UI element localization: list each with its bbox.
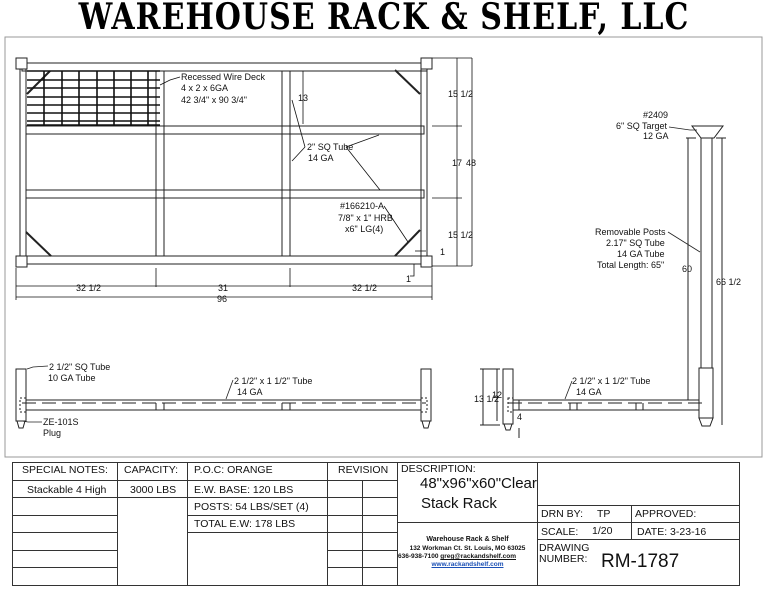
drawing-number: RM-1787	[601, 551, 680, 572]
company-title: WAREHOUSE RACK & SHELF, LLC	[78, 0, 690, 39]
capacity-header: CAPACITY:	[124, 464, 179, 476]
tube-callout-1: 2" SQ Tube	[307, 142, 353, 152]
special-note-1: Stackable 4 High	[27, 484, 107, 496]
target-callout-3: 12 GA	[643, 131, 669, 141]
target-callout-1: #2409	[643, 110, 668, 120]
scale-value: 1/20	[592, 525, 613, 537]
dim-width-mid: 31	[218, 283, 228, 293]
dim-13-half: 13 1/2	[474, 394, 499, 404]
description-line-1: 48"x96"x60"Clear	[420, 475, 537, 492]
side-rect-tube-callout-1: 2 1/2" x 1 1/2" Tube	[572, 376, 650, 386]
target-callout-2: 6" SQ Target	[616, 121, 668, 131]
dim-width-right: 32 1/2	[352, 283, 377, 293]
dim-right-bot: 15 1/2	[448, 230, 473, 240]
company-name: Warehouse Rack & Shelf	[426, 536, 509, 543]
dim-4: 4	[517, 412, 522, 422]
wire-deck-callout-1: Recessed Wire Deck	[181, 72, 266, 82]
company-email-link[interactable]: greg@rackandshelf.com	[440, 553, 516, 560]
rect-tube-callout-2: 14 GA	[237, 387, 263, 397]
approved-label: APPROVED:	[635, 508, 697, 520]
side-view-post	[667, 125, 726, 427]
dim-offset-1a: 1	[440, 247, 445, 257]
posts-callout-3: 14 GA Tube	[617, 249, 665, 259]
posts-callout-2: 2.17" SQ Tube	[606, 238, 665, 248]
company-website-link[interactable]: www.rackandshelf.com	[431, 561, 504, 568]
front-leaders	[15, 57, 473, 300]
drn-by-label: DRN BY:	[541, 508, 584, 520]
side-rect-tube-callout-2: 14 GA	[576, 387, 602, 397]
sq-tube-callout-1: 2 1/2" SQ Tube	[49, 362, 110, 372]
total-ew-label: TOTAL E.W: 178 LBS	[194, 518, 296, 530]
scale-label: SCALE:	[541, 526, 579, 538]
wire-deck-grid	[27, 70, 160, 126]
dim-right-mid: 17	[452, 158, 462, 168]
front-view-frame	[15, 57, 433, 268]
base-front-view	[15, 365, 432, 429]
company-phone: 636-938-7100	[398, 553, 439, 560]
dim-12: 12	[492, 390, 502, 400]
sq-tube-callout-2: 10 GA Tube	[48, 373, 96, 383]
base-side-view	[480, 368, 704, 438]
wire-deck-callout-3: 42 3/4" x 90 3/4"	[181, 95, 247, 105]
drn-by-value: TP	[597, 508, 611, 520]
dim-offset-1b: 1	[406, 274, 411, 284]
dim-post-60: 60	[682, 264, 692, 274]
ew-base-label: E.W. BASE: 120 LBS	[194, 484, 294, 496]
plug-callout-2: Plug	[43, 428, 61, 438]
drawing-number-label-2: NUMBER:	[539, 553, 588, 565]
hrb-callout-1: #166210-A	[340, 201, 384, 211]
revision-header: REVISION	[338, 464, 389, 476]
dim-right-top: 15 1/2	[448, 89, 473, 99]
posts-weight-label: POSTS: 54 LBS/SET (4)	[194, 501, 309, 513]
company-address: 132 Workman Ct. St. Louis, MO 63025	[409, 545, 526, 552]
dim-width-left: 32 1/2	[76, 283, 101, 293]
date-label: DATE: 3-23-16	[637, 526, 707, 538]
poc-label: P.O.C: ORANGE	[194, 464, 273, 476]
hrb-callout-2: 7/8" x 1" HRB	[338, 213, 393, 223]
dim-overall-height: 48	[466, 158, 476, 168]
description-line-2: Stack Rack	[421, 495, 497, 512]
rect-tube-callout-1: 2 1/2" x 1 1/2" Tube	[234, 376, 312, 386]
dim-overall-width: 96	[217, 294, 227, 304]
tube-callout-2: 14 GA	[308, 153, 334, 163]
drawing-info-column	[537, 462, 740, 586]
hrb-callout-3: x6" LG(4)	[345, 224, 383, 234]
special-notes-header: SPECIAL NOTES:	[22, 464, 108, 476]
drawing-number-label-1: DRAWING	[539, 542, 590, 554]
wire-deck-callout-2: 4 x 2 x 6GA	[181, 83, 228, 93]
description-label: DESCRIPTION:	[401, 463, 476, 475]
posts-callout-4: Total Length: 65"	[597, 260, 664, 270]
posts-callout-1: Removable Posts	[595, 227, 666, 237]
dim-post-66: 66 1/2	[716, 277, 741, 287]
capacity-value: 3000 LBS	[130, 484, 177, 496]
plug-callout-1: ZE-101S	[43, 417, 79, 427]
sheet-border	[4, 36, 763, 458]
dim-13: 13	[298, 93, 308, 103]
